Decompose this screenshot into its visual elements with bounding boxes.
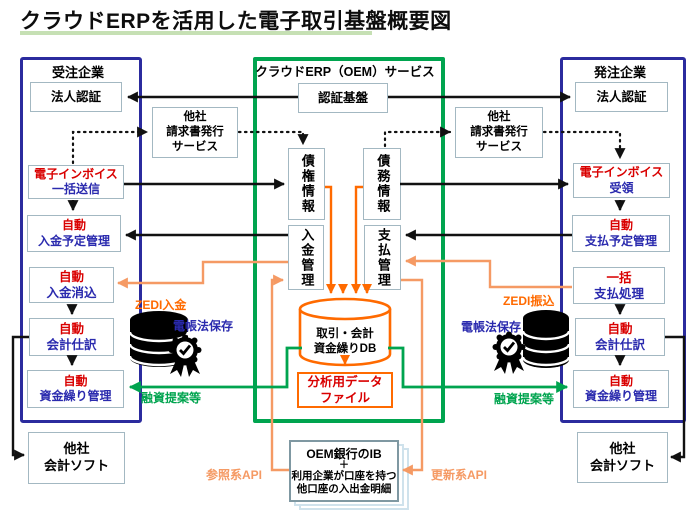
box-label: 他社 xyxy=(609,440,636,456)
box-other-accounting-soft-right: 他社 会計ソフト xyxy=(577,432,668,483)
label-zedi-deposit: ZEDI入金 xyxy=(135,298,187,312)
box-label: 電子インボイス xyxy=(34,166,118,181)
label-loan-proposal-right: 融資提案等 xyxy=(494,392,555,406)
box-label: 入金予定管理 xyxy=(37,233,110,248)
transaction-db-cylinder-icon xyxy=(298,297,392,367)
box-label: 会計ソフト xyxy=(43,458,109,473)
box-label: 他口座の入出金明細 xyxy=(296,482,392,495)
box-corporate-auth-left: 法人認証 xyxy=(30,82,122,112)
page-title: クラウドERPを活用した電子取引基盤概要図 xyxy=(20,10,452,33)
box-label: 自動 xyxy=(608,218,633,233)
box-label: OEM銀行のIB xyxy=(306,446,382,461)
certified-seal-icon-right xyxy=(492,331,526,374)
box-label: 法人認証 xyxy=(50,90,101,104)
box-label: 電子インボイス xyxy=(579,165,664,180)
box-other-accounting-soft-left: 他社 会計ソフト xyxy=(28,432,125,484)
box-label: ＋ xyxy=(339,460,349,472)
box-label: 他社 xyxy=(487,111,511,124)
box-auto-journal-right: 自動 会計仕訳 xyxy=(575,318,665,356)
box-label: 会計ソフト xyxy=(589,457,655,473)
box-batch-payment-process: 一括 支払処理 xyxy=(573,267,665,304)
box-label: 他社 xyxy=(183,111,207,124)
box-label: 一括 xyxy=(606,270,632,285)
panel-cloud-erp-service xyxy=(253,57,445,423)
panel-title-right: 発注企業 xyxy=(593,65,646,80)
label-loan-proposal-left: 融資提案等 xyxy=(141,391,202,405)
box-receivables-info: 債権情報 xyxy=(288,148,325,220)
panel-title-left: 受注企業 xyxy=(51,65,104,80)
box-label: 一括送信 xyxy=(51,182,100,196)
box-label: 会計仕訳 xyxy=(46,338,97,352)
box-label: 自動 xyxy=(58,270,84,284)
box-auto-deposit-schedule: 自動 入金予定管理 xyxy=(27,215,121,252)
box-auto-journal-left: 自動 会計仕訳 xyxy=(29,318,114,356)
box-label: 入金管理 xyxy=(299,227,315,288)
box-label: サービス xyxy=(476,140,522,153)
label-dencho-right: 電帳法保存 xyxy=(461,320,522,334)
label-dencho-left: 電帳法保存 xyxy=(173,319,234,333)
label-zedi-transfer: ZEDI振込 xyxy=(503,294,555,308)
box-label: 自動 xyxy=(608,373,633,388)
box-label: 請求書発行 xyxy=(470,126,528,139)
box-payables-info: 債務情報 xyxy=(363,148,401,220)
box-label: 入金消込 xyxy=(46,286,97,300)
box-label: 資金繰り管理 xyxy=(39,389,112,403)
box-auto-payment-schedule: 自動 支払予定管理 xyxy=(572,215,670,252)
box-label: 法人認証 xyxy=(596,90,647,104)
box-auth-platform: 認証基盤 xyxy=(298,83,388,113)
title-underline xyxy=(20,31,372,35)
box-other-invoice-service-right: 他社 請求書発行 サービス xyxy=(455,107,543,158)
box-payment-management: 支払管理 xyxy=(364,225,401,290)
box-label: サービス xyxy=(172,140,218,153)
box-other-invoice-service-left: 他社 請求書発行 サービス xyxy=(152,107,238,158)
box-auto-deposit-reconcile: 自動 入金消込 xyxy=(29,267,114,303)
box-label: 自動 xyxy=(607,322,633,336)
box-label: 利用企業が口座を持つ xyxy=(291,470,397,483)
box-label: 自動 xyxy=(63,373,88,388)
box-label: 分析用データ xyxy=(307,375,383,389)
box-label: 債権情報 xyxy=(299,154,315,214)
box-einvoice-receive: 電子インボイス 受領 xyxy=(573,163,670,198)
box-auto-cashflow-right: 自動 資金繰り管理 xyxy=(573,370,669,408)
box-oem-bank-ib: OEM銀行のIB ＋ 利用企業が口座を持つ 他口座の入出金明細 xyxy=(289,440,399,502)
box-label: 会計仕訳 xyxy=(594,338,645,352)
panel-title-center: クラウドERP（OEM）サービス xyxy=(255,65,435,79)
transaction-db-label: 取引・会計 資金繰りDB xyxy=(299,327,391,357)
db-label-line: 資金繰りDB xyxy=(313,342,377,355)
box-label: 支払予定管理 xyxy=(584,233,657,248)
box-label: 自動 xyxy=(58,322,84,336)
box-corporate-auth-right: 法人認証 xyxy=(575,82,668,112)
label-update-api: 更新系API xyxy=(431,468,488,482)
box-analysis-data-file: 分析用データ ファイル xyxy=(297,372,393,408)
box-label: 請求書発行 xyxy=(166,126,224,139)
box-label: 認証基盤 xyxy=(317,91,368,105)
box-label: 支払管理 xyxy=(375,227,391,288)
box-label: 債務情報 xyxy=(375,154,391,214)
box-label: 他社 xyxy=(63,441,90,457)
panel-order-receiving-company xyxy=(20,57,142,423)
box-auto-cashflow-left: 自動 資金繰り管理 xyxy=(27,370,124,408)
box-label: 支払処理 xyxy=(593,286,644,301)
box-label: ファイル xyxy=(319,391,370,405)
box-label: 資金繰り管理 xyxy=(584,389,657,403)
box-label: 受領 xyxy=(609,180,634,195)
panel-ordering-company xyxy=(560,57,686,423)
box-label: 自動 xyxy=(61,218,86,233)
label-reference-api: 参照系API xyxy=(206,468,263,482)
box-einvoice-batch-send: 電子インボイス 一括送信 xyxy=(28,165,124,199)
certified-seal-icon-left xyxy=(168,334,202,377)
box-deposit-management: 入金管理 xyxy=(288,225,324,290)
db-label-line: 取引・会計 xyxy=(316,328,374,340)
